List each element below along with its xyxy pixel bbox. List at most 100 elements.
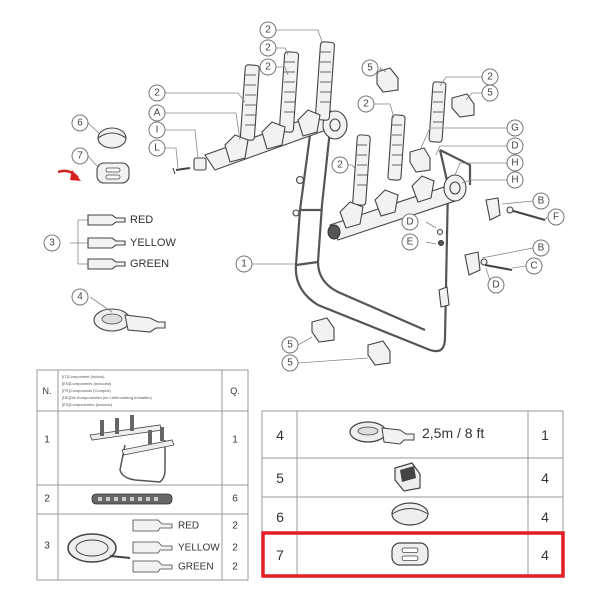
strap-label-green: GREEN	[130, 258, 169, 270]
svg-text:5: 5	[367, 63, 373, 74]
svg-text:F: F	[553, 212, 559, 223]
rrow4-q: 1	[541, 427, 549, 443]
row1-n: 1	[44, 435, 50, 446]
svg-text:5: 5	[287, 340, 293, 351]
rrow6-pad-image	[391, 502, 429, 526]
loose-blocks	[311, 67, 475, 366]
callout-2e: 2	[357, 95, 375, 113]
callout-B-bottom: B	[532, 239, 550, 257]
callout-2g: 2	[331, 156, 349, 174]
rrow7-pad-image	[391, 542, 429, 566]
callout-2d: 2	[148, 84, 166, 102]
colored-straps: RED YELLOW GREEN	[70, 214, 176, 270]
components-table-right: 4 2,5m / 8 ft 1 5 4 6 4 7 4	[261, 410, 565, 578]
rack-frame	[294, 129, 472, 353]
callout-7: 7	[71, 147, 89, 165]
svg-text:E: E	[407, 237, 414, 248]
col-header-components-it: [IT]Componenti (Inclusi)	[62, 374, 105, 379]
rrow5-block-image	[394, 462, 421, 492]
callout-5d: 5	[281, 354, 299, 372]
svg-text:2: 2	[487, 72, 493, 83]
svg-text:2: 2	[337, 160, 343, 171]
callout-3: 3	[43, 234, 61, 252]
row3-strap-red: RED	[178, 521, 199, 532]
hardware	[172, 157, 546, 308]
row3-q-green: 2	[232, 562, 238, 573]
callout-D-top: D	[506, 137, 524, 155]
callout-2c: 2	[259, 58, 277, 76]
rrow4-strap-image	[349, 421, 415, 445]
strap-label-yellow: YELLOW	[130, 237, 176, 249]
rrow4-n: 4	[276, 427, 284, 443]
svg-text:B: B	[538, 243, 545, 254]
pad-6	[97, 127, 127, 149]
callout-A: A	[148, 104, 166, 122]
svg-text:7: 7	[77, 151, 83, 162]
callout-2f: 2	[481, 68, 499, 86]
col-header-components-de: [DE]Die Komponenten (im Lieferumfang ent…	[62, 395, 152, 400]
col-header-q: Q.	[230, 386, 240, 396]
svg-text:A: A	[154, 108, 161, 119]
svg-text:6: 6	[77, 118, 83, 129]
svg-text:1: 1	[241, 259, 247, 270]
leader-lines	[87, 29, 548, 364]
row3-strap-green: GREEN	[178, 562, 214, 573]
row3-n: 3	[44, 541, 50, 552]
callout-H-top: H	[506, 154, 524, 172]
callout-L: L	[148, 139, 166, 157]
svg-text:5: 5	[487, 88, 493, 99]
mini-coil-thumbnail	[67, 533, 131, 563]
callout-2b: 2	[259, 39, 277, 57]
svg-text:D: D	[406, 217, 413, 228]
callout-D-bottom: D	[487, 276, 505, 294]
callout-5b: 5	[481, 84, 499, 102]
svg-text:C: C	[530, 261, 537, 272]
row2-n: 2	[44, 494, 50, 505]
strap-label-red: RED	[130, 214, 153, 226]
long-strap	[93, 308, 166, 333]
svg-text:5: 5	[287, 358, 293, 369]
callout-I: I	[148, 121, 166, 139]
svg-text:2: 2	[265, 25, 271, 36]
callout-G: G	[506, 119, 524, 137]
col-header-components-en: [EN]Components (Included)	[62, 381, 112, 386]
rrow7-q: 4	[541, 547, 549, 563]
svg-text:2: 2	[265, 62, 271, 73]
arrow-head-icon	[70, 170, 81, 181]
row3-q-yellow: 2	[232, 543, 238, 554]
svg-text:H: H	[511, 158, 518, 169]
pad-7	[96, 162, 130, 184]
callout-5c: 5	[281, 336, 299, 354]
svg-text:2: 2	[363, 99, 369, 110]
callout-1: 1	[235, 255, 253, 273]
col-header-n: N.	[43, 386, 52, 396]
callout-H-bottom: H	[506, 171, 524, 189]
callout-6: 6	[71, 114, 89, 132]
svg-text:I: I	[156, 125, 159, 136]
rrow5-n: 5	[276, 470, 284, 486]
components-table-left: N. Q. [IT]Componenti (Inclusi) [EN]Compo…	[36, 369, 249, 581]
row3-q-red: 2	[232, 521, 238, 532]
mini-buckles	[132, 519, 173, 573]
rrow7-n: 7	[276, 547, 284, 563]
svg-text:3: 3	[49, 238, 55, 249]
callout-5a: 5	[361, 59, 379, 77]
callout-4: 4	[71, 288, 89, 306]
row3-strap-yellow: YELLOW	[178, 543, 220, 554]
cradles	[224, 109, 435, 229]
rrow5-q: 4	[541, 470, 549, 486]
col-header-components-fr: [FR]Composants (Compris)	[62, 388, 111, 393]
col-header-components-es: [ES]Componentes (Incluido)	[62, 402, 113, 407]
svg-text:H: H	[511, 175, 518, 186]
svg-text:2: 2	[265, 43, 271, 54]
callout-F: F	[547, 208, 565, 226]
row7-highlight	[261, 531, 565, 578]
row1-q: 1	[232, 435, 238, 446]
callout-B-top: B	[532, 192, 550, 210]
svg-text:D: D	[511, 141, 518, 152]
row2-q: 6	[232, 494, 238, 505]
svg-text:G: G	[511, 123, 519, 134]
callout-D-mid: D	[401, 213, 419, 231]
rrow6-q: 4	[541, 509, 549, 525]
